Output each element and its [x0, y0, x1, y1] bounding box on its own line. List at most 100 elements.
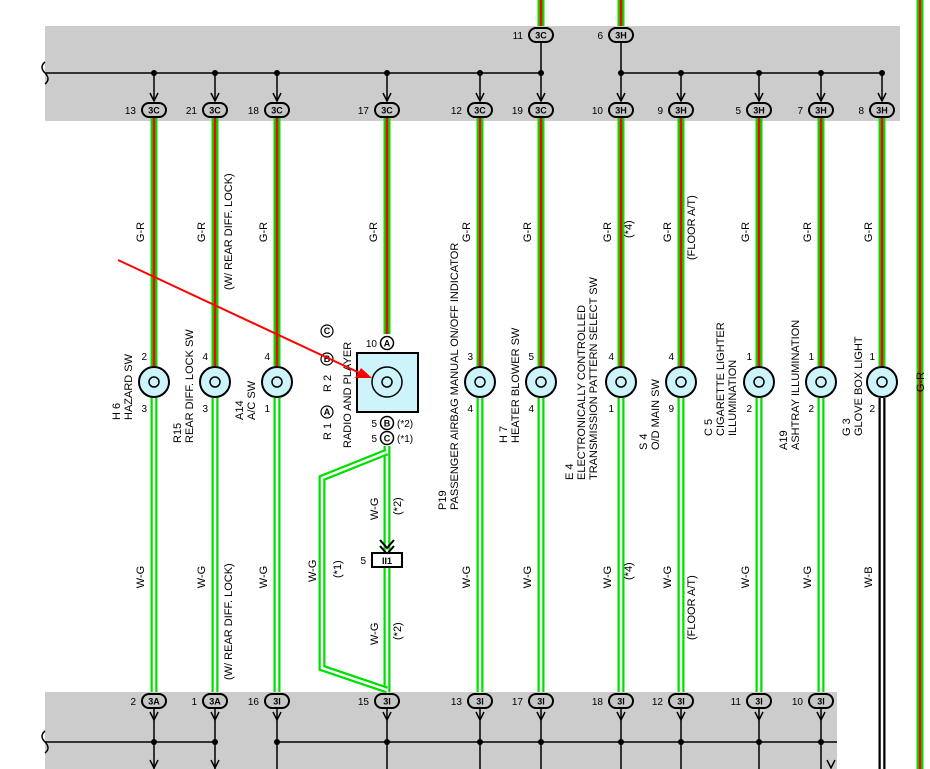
component-name: HEATER BLOWER SW	[510, 327, 522, 443]
component-pin-out: 3	[141, 404, 147, 415]
wire-code-label: G-R	[196, 222, 208, 242]
top-connector-3C	[141, 102, 167, 118]
top-bus-dot	[678, 70, 684, 76]
switch-symbol-core	[675, 376, 687, 388]
top-connector-pin: 18	[248, 106, 260, 117]
note-label: (W/ REAR DIFF. LOCK)	[223, 563, 235, 680]
bottom-connector-3I	[608, 693, 634, 709]
top-bus-dot	[151, 70, 157, 76]
radio-connector-b	[379, 415, 395, 431]
bottom-bus-dot	[274, 739, 280, 745]
component-pin-out: 2	[869, 404, 875, 415]
bottom-drop-arrow	[210, 711, 220, 722]
bottom-connector-pin: 11	[731, 697, 742, 708]
wire-code-label: G-R	[522, 222, 534, 242]
switch-symbol-H6	[138, 366, 170, 398]
top-connector-3H-id: 3H	[815, 106, 827, 116]
top-bus-dot	[756, 70, 762, 76]
component-name: REAR DIFF. LOCK SW	[184, 329, 196, 443]
wire-code-label: G-R	[368, 222, 380, 242]
bottom-connector-3I	[808, 693, 834, 709]
switch-symbol-core	[209, 376, 221, 388]
radio-connector-c	[379, 430, 395, 446]
bottom-bus-dot	[818, 739, 824, 745]
radio-wire-note: (*2)	[392, 497, 404, 515]
radio-and-player-box	[356, 352, 419, 413]
switch-symbol-core	[271, 376, 283, 388]
bottom-connector-3I	[528, 693, 554, 709]
component-pin-in: 5	[528, 352, 534, 363]
bottom-exit-arrow	[826, 759, 836, 769]
top-connector-3H	[746, 102, 772, 118]
top-connector-pin: 10	[592, 106, 604, 117]
bottom-connector-pin: 13	[451, 697, 463, 708]
bottom-drop-arrow	[676, 711, 686, 722]
top-connector-3H-id: 3H	[753, 106, 765, 116]
component-code: P19	[437, 490, 449, 510]
switch-symbol-core	[535, 376, 547, 388]
radio-code-letter-a	[320, 405, 334, 419]
component-code: C 5	[703, 419, 715, 436]
component-pin-in: 1	[746, 352, 752, 363]
component-pin-in: 1	[869, 352, 875, 363]
switch-symbol-core	[148, 376, 160, 388]
bottom-connector-pin: 1	[191, 697, 197, 708]
feed-connector-3H	[608, 27, 634, 43]
top-connector-3C	[202, 102, 228, 118]
switch-symbol-core	[815, 376, 827, 388]
radio-connector-c-letter: C	[384, 434, 391, 444]
top-bus-dot	[384, 70, 390, 76]
bottom-connector-3I-id: 3I	[617, 697, 625, 707]
wire-radio-c1-stripe	[320, 450, 388, 692]
component-name-2: TRANSMISSION PATTERN SELECT SW	[588, 276, 600, 480]
component-pin-out: 9	[668, 404, 674, 415]
top-connector-3C	[467, 102, 493, 118]
top-connector-3C-id: 3C	[474, 106, 486, 116]
component-pin-out: 1	[608, 404, 614, 415]
bottom-connector-3I	[264, 693, 290, 709]
wire-code-label: G-R	[135, 222, 147, 242]
radio-pin-a: 10	[366, 339, 378, 350]
top-connector-3H	[808, 102, 834, 118]
component-code: H 7	[498, 426, 510, 443]
bottom-drop-arrow	[272, 711, 282, 722]
radio-pin-b: 5	[371, 419, 377, 430]
component-code: H 6	[111, 403, 123, 420]
bottom-connector-3I-id: 3I	[273, 697, 281, 707]
note-label: (FLOOR A/T)	[686, 195, 698, 260]
note-label: (W/ REAR DIFF. LOCK)	[223, 173, 235, 290]
wire-code-label: W-G	[196, 566, 208, 588]
bottom-drop-arrow	[536, 711, 546, 722]
component-code: R15	[172, 423, 184, 443]
component-pin-in: 4	[668, 352, 674, 363]
top-drop-arrow	[754, 92, 764, 103]
bottom-connector-3I-id: 3I	[817, 697, 825, 707]
top-connector-3C-id: 3C	[535, 106, 547, 116]
top-connector-3C-id: 3C	[381, 106, 393, 116]
wire-code-label: W-G	[662, 566, 674, 588]
bottom-bus-dot	[538, 739, 544, 745]
component-pin-in: 4	[608, 352, 614, 363]
radio-symbol	[371, 366, 403, 398]
pointer-arrow	[117, 259, 372, 378]
top-connector-pin: 5	[735, 106, 741, 117]
bottom-connector-3A-id: 3A	[209, 697, 221, 707]
bottom-bus-dot	[477, 739, 483, 745]
wire-layer	[41, 0, 924, 769]
note-label: (FLOOR A/T)	[686, 575, 698, 640]
bottom-connector-3I	[746, 693, 772, 709]
top-connector-3C-id: 3C	[148, 106, 160, 116]
bottom-connector-pin: 10	[792, 697, 804, 708]
note-label: (*4)	[623, 220, 635, 238]
top-bus-dot	[618, 70, 624, 76]
bottom-drop-arrow	[616, 711, 626, 722]
top-bus-dot	[274, 70, 280, 76]
wire-code-label: G-R	[602, 222, 614, 242]
feed-connector-pin: 6	[597, 31, 603, 42]
top-connector-pin: 19	[512, 106, 524, 117]
component-pin-out: 4	[467, 404, 473, 415]
top-drop-arrow	[382, 92, 392, 103]
top-connector-pin: 9	[657, 106, 663, 117]
